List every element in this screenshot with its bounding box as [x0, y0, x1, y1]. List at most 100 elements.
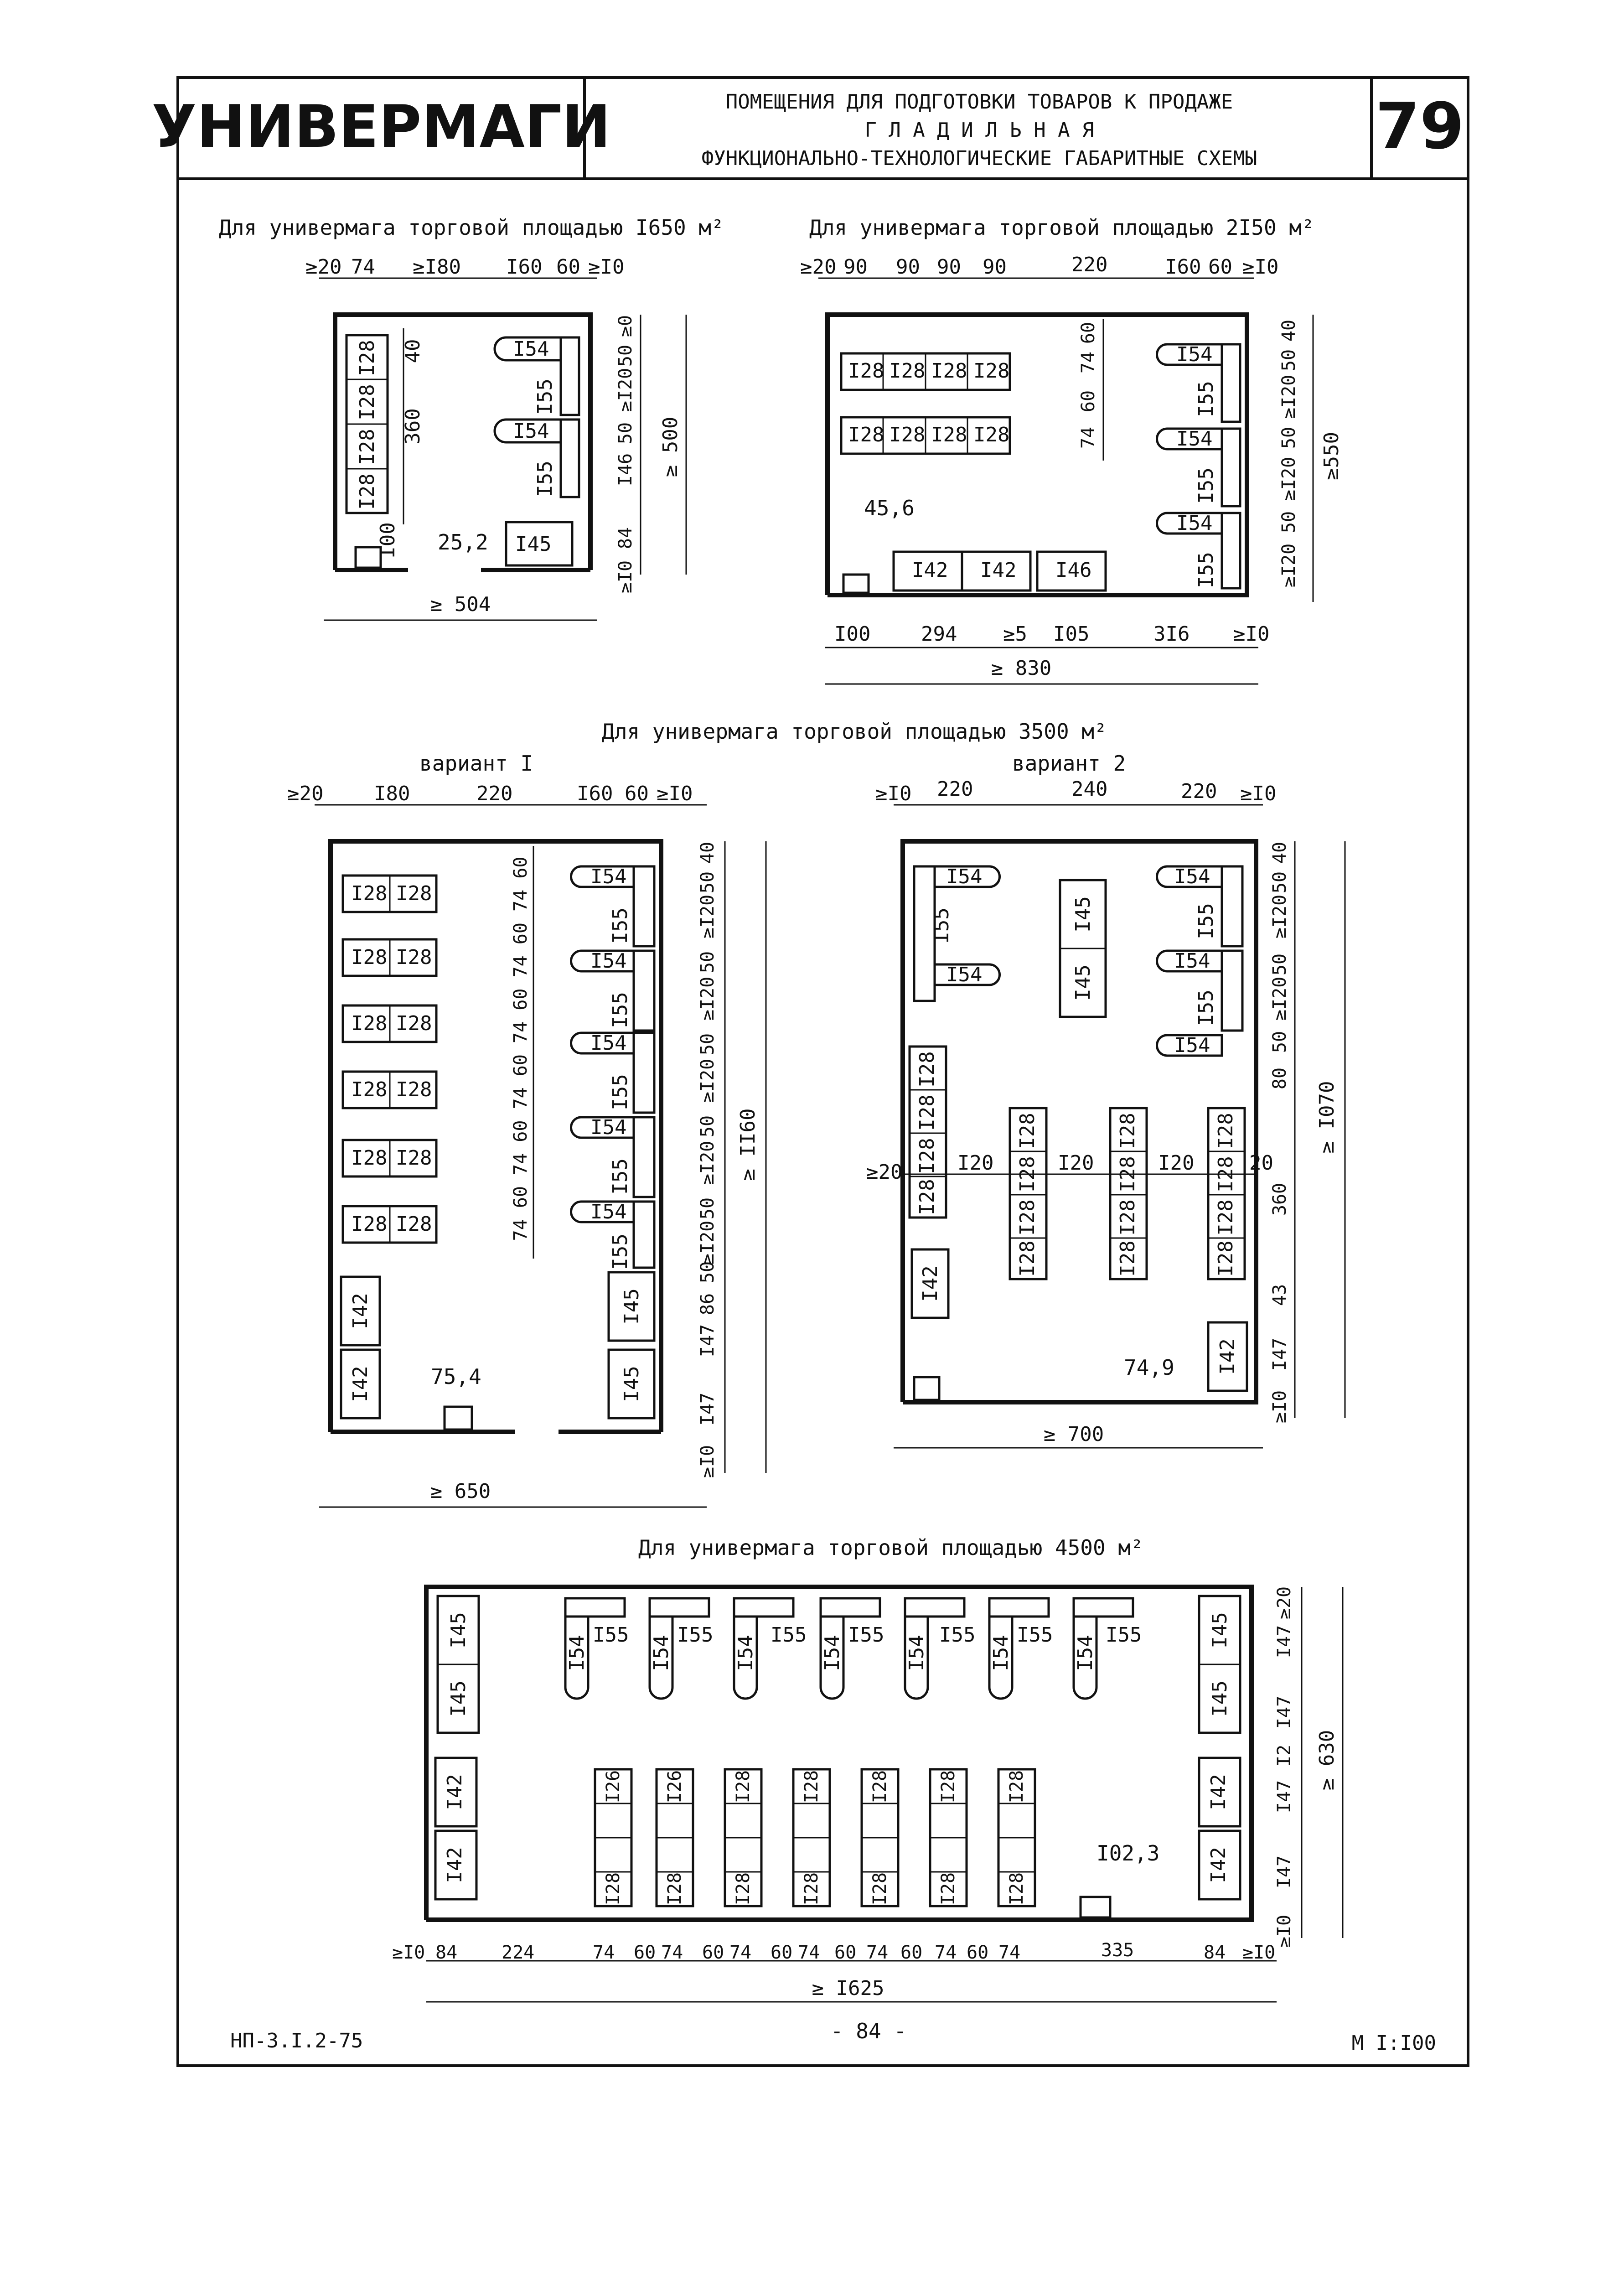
- plan-3500-v2-press-left: I54 I54 I55: [913, 865, 1001, 1002]
- svg-text:≥ I070: ≥ I070: [1315, 1081, 1339, 1154]
- svg-text:40: 40: [401, 339, 424, 363]
- svg-text:360: 360: [1269, 1183, 1290, 1216]
- svg-text:90: 90: [937, 255, 961, 279]
- svg-text:I28: I28: [1214, 1199, 1237, 1235]
- plan-2150-board-rows: I28 I28 I28 I28 I28 I28 I28 I28: [840, 352, 1011, 455]
- svg-text:I28: I28: [938, 1872, 959, 1905]
- svg-text:≥I20: ≥I20: [697, 1221, 718, 1264]
- svg-text:I54: I54: [590, 1200, 626, 1223]
- svg-text:74: 74: [661, 1942, 683, 1963]
- svg-text:≥I0: ≥I0: [392, 1942, 425, 1963]
- svg-text:90: 90: [983, 255, 1007, 279]
- svg-text:I05: I05: [1053, 622, 1089, 646]
- svg-text:I28: I28: [1116, 1199, 1139, 1235]
- svg-text:I55: I55: [533, 461, 557, 497]
- svg-text:I45: I45: [515, 533, 551, 556]
- svg-text:50: 50: [697, 1261, 718, 1283]
- svg-text:74: 74: [351, 255, 375, 279]
- svg-text:335: 335: [1101, 1940, 1134, 1961]
- plan-3500-v2-sink: [913, 1376, 941, 1401]
- svg-text:I28: I28: [396, 1146, 432, 1170]
- svg-text:86: 86: [697, 1293, 718, 1315]
- svg-text:I47: I47: [697, 1393, 718, 1425]
- svg-text:20: 20: [1249, 1151, 1273, 1175]
- svg-text:294: 294: [921, 622, 957, 646]
- svg-text:I54: I54: [650, 1635, 673, 1671]
- plan-1650-caption: Для универмага торговой площадью I650 м²: [219, 215, 724, 240]
- header-title-2: Г Л А Д И Л Ь Н А Я: [864, 119, 1094, 142]
- svg-text:I42: I42: [1207, 1774, 1230, 1810]
- svg-text:I28: I28: [801, 1872, 822, 1905]
- svg-text:I45: I45: [620, 1288, 643, 1324]
- svg-text:I28: I28: [973, 359, 1009, 383]
- plan-1650-press-units: I54 I55 I54 I55: [493, 336, 580, 498]
- plan-3500-v1-walls: [328, 839, 663, 1434]
- svg-text:I54: I54: [946, 963, 982, 986]
- svg-text:I42: I42: [349, 1366, 372, 1402]
- svg-text:I42: I42: [443, 1774, 466, 1810]
- svg-text:I28: I28: [351, 946, 387, 969]
- plan-2150-area: 45,6: [864, 496, 915, 520]
- plan-1650-table: [505, 521, 574, 567]
- svg-text:I28: I28: [869, 1872, 890, 1905]
- svg-text:I28: I28: [733, 1872, 754, 1905]
- plan-3500-v2-walls: [900, 839, 1258, 1404]
- svg-text:I28: I28: [938, 1770, 959, 1803]
- svg-text:I28: I28: [396, 946, 432, 969]
- svg-text:I28: I28: [931, 423, 967, 446]
- plan-2150-press-units: I54 I55 I54 I55 I54 I55: [1156, 343, 1241, 590]
- svg-text:I42: I42: [1216, 1338, 1239, 1374]
- svg-text:I54: I54: [1176, 427, 1212, 451]
- svg-text:I28: I28: [1214, 1240, 1237, 1276]
- svg-text:I46: I46: [615, 453, 636, 486]
- svg-text:I47: I47: [697, 1324, 718, 1357]
- svg-text:I55: I55: [1195, 990, 1218, 1026]
- svg-text:I28: I28: [1006, 1872, 1027, 1905]
- plan-3500-v1-tables: I42 I42 I45 I45: [340, 1271, 656, 1420]
- svg-text:84: 84: [615, 527, 636, 549]
- svg-text:≥I20: ≥I20: [697, 895, 718, 938]
- svg-text:60: 60: [556, 255, 580, 279]
- svg-text:I47: I47: [1274, 1780, 1295, 1813]
- svg-text:60: 60: [967, 1942, 988, 1963]
- svg-text:≥I0: ≥I0: [697, 1445, 718, 1478]
- svg-text:50: 50: [697, 871, 718, 893]
- svg-text:220: 220: [1071, 253, 1107, 276]
- svg-text:I55: I55: [609, 992, 632, 1028]
- svg-text:I28: I28: [915, 1051, 939, 1087]
- plan-2150-walls: [825, 312, 1249, 597]
- svg-text:I20: I20: [957, 1151, 993, 1175]
- svg-text:I26: I26: [603, 1770, 624, 1803]
- svg-text:I55: I55: [677, 1623, 713, 1647]
- svg-text:I54: I54: [1174, 865, 1210, 888]
- svg-text:I28: I28: [801, 1770, 822, 1803]
- svg-text:≥ 504: ≥ 504: [430, 593, 491, 616]
- svg-text:I45: I45: [1208, 1612, 1231, 1648]
- svg-text:74: 74: [593, 1942, 615, 1963]
- svg-text:≥I80: ≥I80: [413, 255, 461, 279]
- plan-1650-sink: [354, 546, 382, 569]
- svg-text:40: 40: [1269, 842, 1290, 864]
- svg-text:≥20: ≥20: [1274, 1586, 1295, 1619]
- svg-text:≥I0: ≥I0: [875, 782, 911, 805]
- plan-3500-v1-press-units: I54 I55 I54 I55 I54 I55 I54 I55 I54 I55: [570, 865, 656, 1270]
- svg-text:≥I20: ≥I20: [1278, 375, 1299, 419]
- svg-text:50: 50: [1269, 953, 1290, 975]
- svg-text:I28: I28: [356, 473, 379, 509]
- svg-text:I42: I42: [349, 1293, 372, 1329]
- plan-2150: Для универмага торговой площадью 2I50 м²…: [800, 215, 1343, 685]
- svg-text:50: 50: [697, 951, 718, 973]
- svg-text:≥20: ≥20: [287, 782, 323, 805]
- svg-text:I28: I28: [1116, 1113, 1139, 1149]
- svg-text:I28: I28: [915, 1138, 939, 1174]
- svg-text:≥ 500: ≥ 500: [659, 417, 682, 477]
- svg-text:I28: I28: [889, 423, 925, 446]
- svg-text:I54: I54: [590, 1031, 626, 1055]
- svg-text:I55: I55: [1195, 552, 1218, 588]
- svg-text:I28: I28: [1006, 1770, 1027, 1803]
- svg-text:220: 220: [937, 777, 973, 801]
